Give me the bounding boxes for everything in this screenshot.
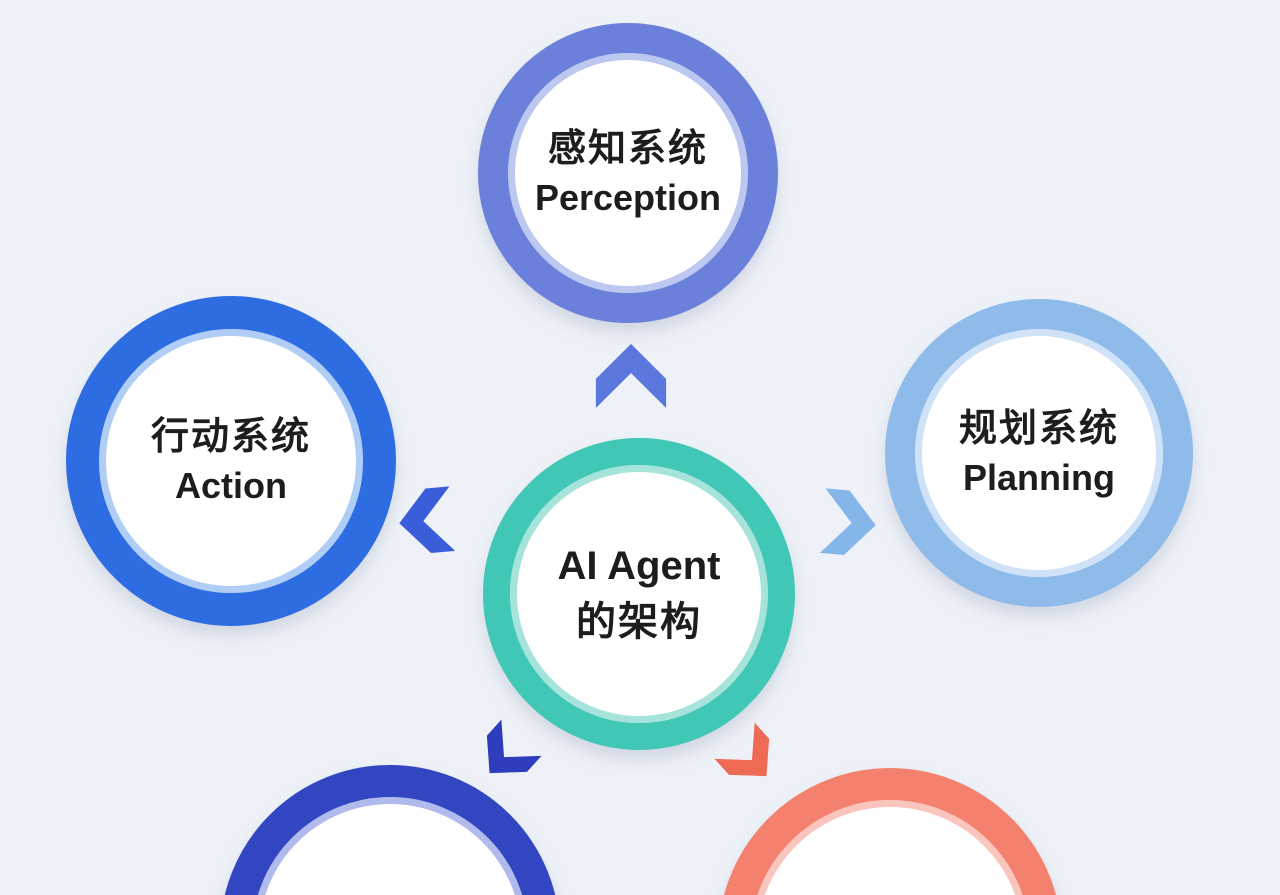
action-label-en: Action <box>175 465 287 507</box>
node-perception: 感知系统 Perception <box>478 23 778 323</box>
planning-label-zh: 规划系统 <box>958 407 1119 450</box>
chevron-left-icon <box>393 483 457 560</box>
center-title-line1: AI Agent <box>557 544 721 588</box>
action-label-zh: 行动系统 <box>150 415 311 458</box>
node-action: 行动系统 Action <box>66 296 396 626</box>
node-planning: 规划系统 Planning <box>885 299 1193 607</box>
perception-label-zh: 感知系统 <box>547 127 708 170</box>
chevron-down-left-icon <box>465 717 544 796</box>
planning-label-en: Planning <box>963 457 1115 499</box>
node-memory: 记忆系统 <box>718 768 1062 895</box>
chevron-up-icon <box>592 340 670 410</box>
chevron-down-right-icon <box>711 720 790 799</box>
chevron-right-icon <box>818 485 882 562</box>
node-ai-agent-center: AI Agent 的架构 <box>483 438 795 750</box>
perception-label-en: Perception <box>534 177 722 219</box>
center-title-line2: 的架构 <box>576 600 702 644</box>
